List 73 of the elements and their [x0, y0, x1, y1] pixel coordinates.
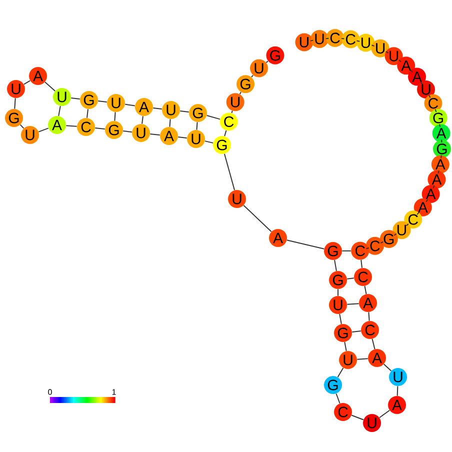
backbone-line: [394, 233, 397, 236]
backbone-line: [440, 154, 442, 159]
backbone-line: [360, 259, 362, 268]
backbone-line: [432, 184, 435, 189]
backbone-line: [124, 104, 136, 106]
backbone-line: [266, 60, 268, 64]
backbone-line: [336, 393, 340, 404]
backbone-line: [368, 312, 370, 322]
backbone-line: [380, 241, 384, 244]
backbone-line: [206, 115, 220, 120]
backbone-line: [378, 410, 390, 418]
backbone-line: [406, 223, 409, 226]
backbone-line: [224, 153, 236, 191]
backbone-line: [339, 314, 342, 324]
backbone-line: [441, 139, 442, 143]
backbone-line: [14, 98, 16, 110]
backbone-line: [180, 110, 190, 112]
backbone-line: [428, 94, 431, 98]
base-pair-line: [114, 112, 116, 122]
base-pair-line: [169, 118, 171, 128]
backbone-line: [439, 124, 441, 128]
backbone-line: [98, 100, 108, 102]
base-pair-line: [346, 278, 354, 280]
backbone-line: [38, 128, 49, 132]
backbone-line: [344, 342, 347, 352]
backbone-line: [231, 110, 233, 114]
backbone-line: [337, 367, 344, 378]
base-pair-line: [86, 108, 88, 118]
backbone-line: [239, 92, 242, 95]
base-pair-line: [224, 130, 227, 137]
backbone-line: [122, 130, 132, 132]
base-pair-line: [352, 330, 362, 332]
base-pair-line: [342, 250, 352, 252]
backbone-line: [364, 286, 367, 294]
backbone-line: [438, 170, 440, 174]
backbone-line: [204, 140, 214, 144]
base-pair-line: [58, 106, 61, 116]
backbone-line: [372, 338, 376, 350]
backbone-line: [44, 82, 56, 92]
backbone-line: [150, 133, 160, 136]
backbone-line: [334, 260, 337, 272]
backbone-line: [152, 108, 162, 110]
backbone-line: [178, 136, 188, 138]
backbone-line: [371, 44, 375, 47]
backbone-line: [20, 124, 24, 129]
backbone-line: [366, 247, 370, 250]
backbone-line: [398, 59, 402, 62]
backbone-line: [286, 240, 325, 250]
backbone-line: [66, 125, 78, 127]
backbone-line: [94, 127, 106, 130]
backbone-line: [243, 204, 272, 232]
backbone-line: [434, 108, 437, 112]
backbone-line: [310, 40, 314, 42]
backbone-line: [70, 98, 80, 100]
base-pair-line: [142, 116, 144, 124]
backbone-line: [356, 40, 360, 42]
backbone-line: [410, 70, 414, 73]
backbone-line: [351, 414, 364, 420]
backbone-line: [340, 38, 345, 40]
backbone-line: [426, 198, 428, 202]
backbone-line: [325, 38, 330, 40]
scale-label: 0: [48, 389, 52, 395]
scale-label: 1: [112, 389, 116, 395]
base-pair-line: [196, 122, 198, 130]
backbone-line: [23, 80, 31, 85]
backbone-line: [250, 74, 254, 78]
backbone-line: [383, 364, 392, 372]
base-pair-line: [356, 358, 368, 360]
backbone-line: [396, 386, 398, 396]
backbone-line: [420, 82, 423, 85]
backbone-line: [385, 51, 389, 54]
base-pair-line: [346, 303, 360, 305]
backbone-line: [416, 212, 420, 216]
